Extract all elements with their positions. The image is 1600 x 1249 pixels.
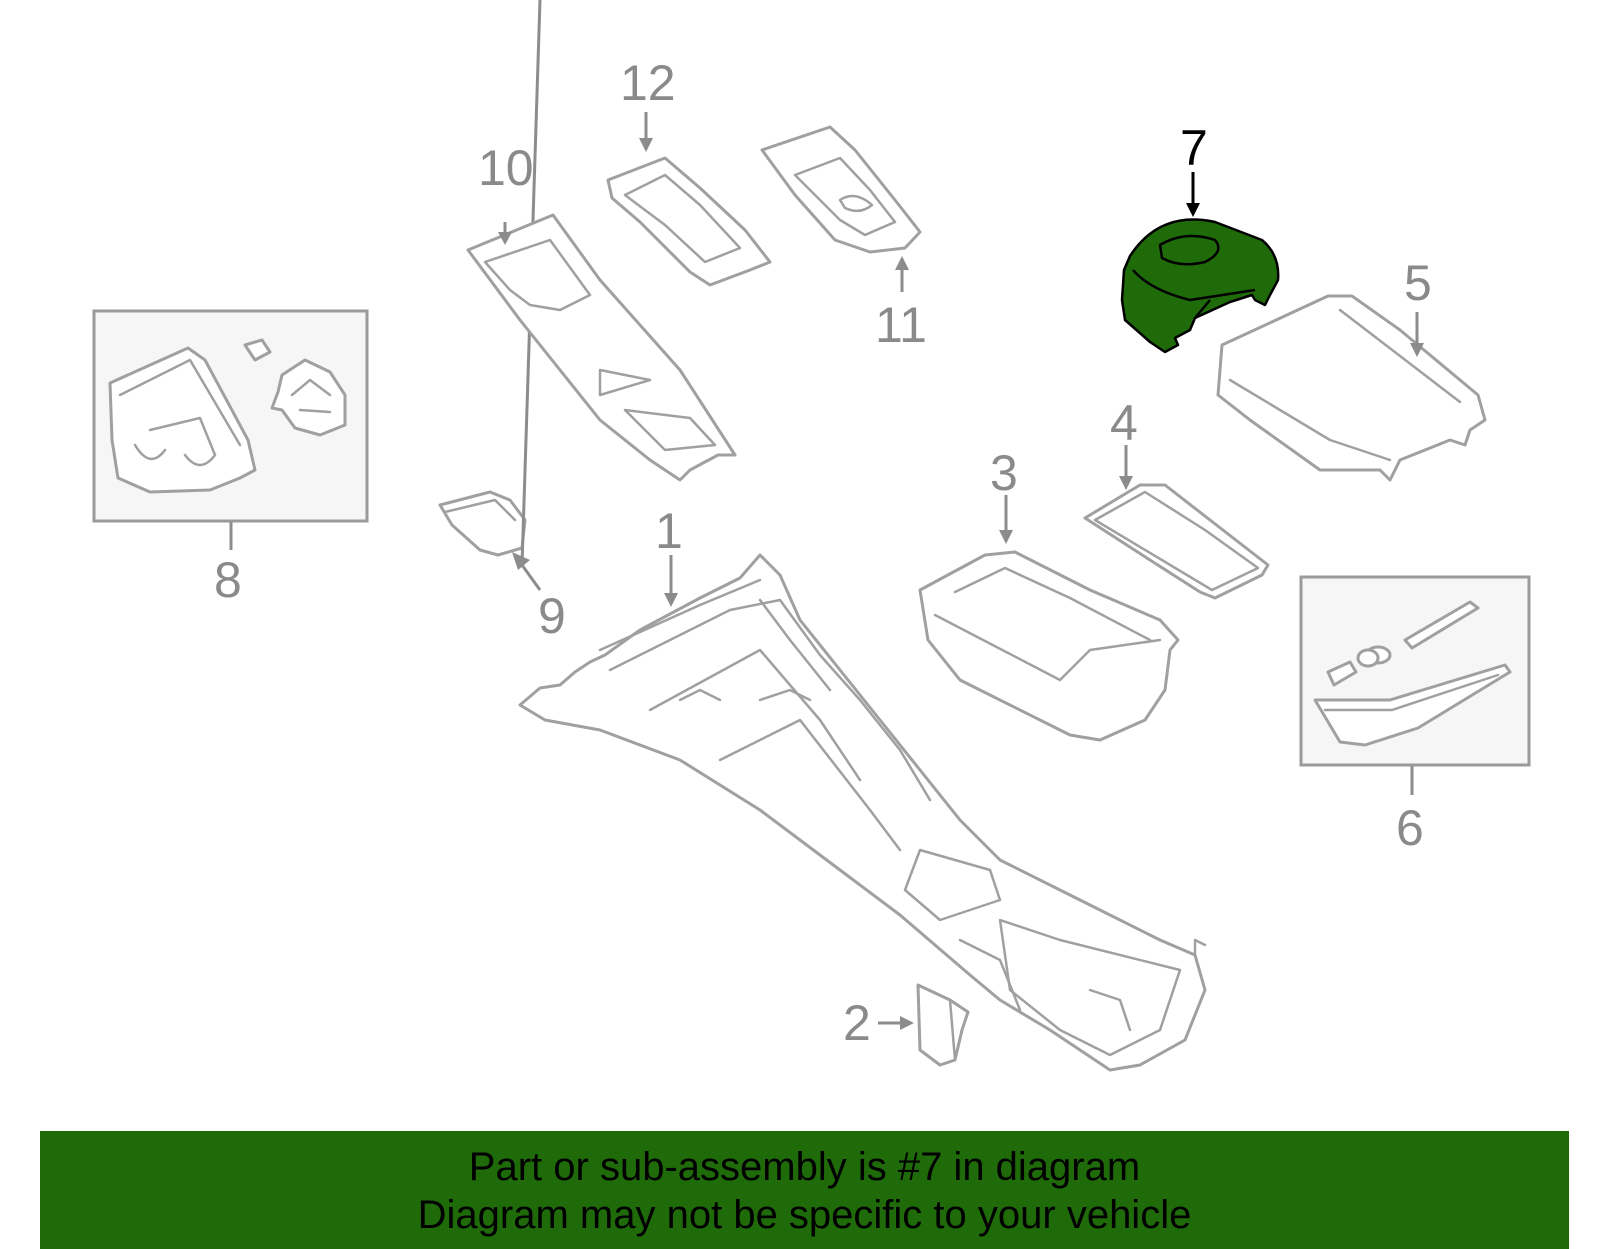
callout-4: 4 — [1110, 395, 1138, 490]
callout-5-label: 5 — [1404, 255, 1432, 311]
info-banner: Part or sub-assembly is #7 in diagram Di… — [40, 1131, 1569, 1249]
callout-8-label: 8 — [214, 552, 242, 608]
part-2[interactable] — [916, 983, 970, 1067]
callout-7: 7 — [1180, 120, 1208, 217]
callout-1: 1 — [655, 503, 683, 607]
callout-10-label: 10 — [478, 140, 534, 196]
callout-6: 6 — [1396, 766, 1424, 856]
part-8-inset[interactable] — [92, 309, 369, 523]
callout-9-label: 9 — [538, 588, 566, 644]
callout-5: 5 — [1404, 255, 1432, 357]
callout-3-label: 3 — [990, 445, 1018, 501]
callout-2-label: 2 — [843, 995, 871, 1051]
callout-1-label: 1 — [655, 503, 683, 559]
callout-11-label: 11 — [875, 297, 927, 353]
callout-11: 11 — [875, 256, 927, 353]
banner-line-1: Part or sub-assembly is #7 in diagram — [468, 1145, 1141, 1189]
part-12[interactable] — [606, 156, 772, 287]
callout-3: 3 — [990, 445, 1018, 544]
part-3[interactable] — [918, 550, 1180, 742]
callout-2: 2 — [843, 995, 914, 1051]
banner-line-2: Diagram may not be specific to your vehi… — [417, 1193, 1192, 1237]
part-6-inset[interactable] — [1299, 575, 1531, 767]
callout-4-label: 4 — [1110, 395, 1138, 451]
part-7[interactable] — [1120, 218, 1280, 354]
parts-diagram: 8 9 10 12 11 — [92, 0, 1531, 1072]
callout-12-label: 12 — [620, 55, 676, 111]
part-11[interactable] — [760, 125, 922, 254]
part-5[interactable] — [1216, 294, 1487, 482]
callout-10: 10 — [478, 140, 534, 245]
part-1[interactable] — [518, 553, 1207, 1072]
callout-8: 8 — [214, 522, 242, 608]
callout-6-label: 6 — [1396, 800, 1424, 856]
part-10[interactable] — [466, 213, 737, 482]
callout-12: 12 — [620, 55, 676, 152]
part-9[interactable] — [438, 490, 527, 557]
part-4[interactable] — [1083, 483, 1270, 600]
callout-7-label: 7 — [1180, 120, 1208, 176]
